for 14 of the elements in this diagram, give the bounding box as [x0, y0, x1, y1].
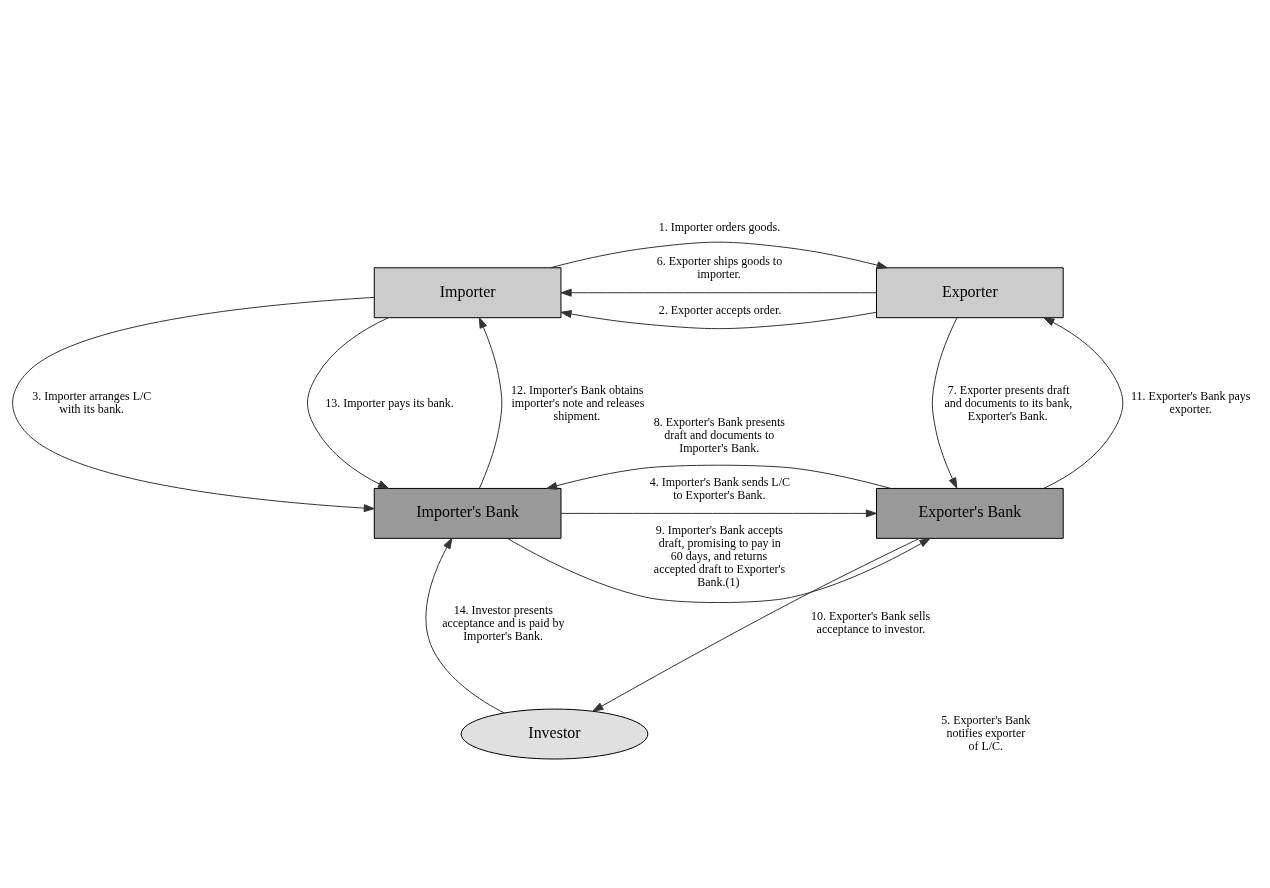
edge-label: 3. Importer arranges L/C with its bank. [32, 388, 152, 416]
edge-label: 4. Importer's Bank sends L/C to Exporter's Bank. [649, 475, 790, 503]
label: 5. Exporter's Bank notifies exporter of L/C. [941, 713, 1031, 754]
edge-label: 11. Exporter's Bank pays exporter. [1131, 388, 1251, 416]
edge-label: 10. Exporter's Bank sells acceptance to investor. [811, 609, 931, 637]
edge-label: 2. Exporter accepts order. [658, 302, 782, 317]
edge-label: 8. Exporter's Bank presents draft and documents to Importer's Bank. [653, 414, 785, 455]
edge-label: 6. Exporter ships goods to importer. [656, 254, 783, 282]
edge-label: 1. Importer orders goods. [658, 219, 781, 234]
edge-label: 12. Importer's Bank obtains importer's note and releases shipment. [511, 382, 645, 423]
edge-label: 13. Importer pays its bank. [325, 395, 454, 410]
edge-label: 7. Exporter presents draft and documents to its bank, Exporter's Bank. [944, 382, 1073, 423]
edge-label: 9. Importer's Bank accepts draft, promising to pay in 60 days, and returns accepted draft to Exporter's Bank.(1) [653, 523, 786, 590]
edge-label: 14. Investor presents acceptance and is paid by Importer's Bank. [442, 603, 565, 644]
